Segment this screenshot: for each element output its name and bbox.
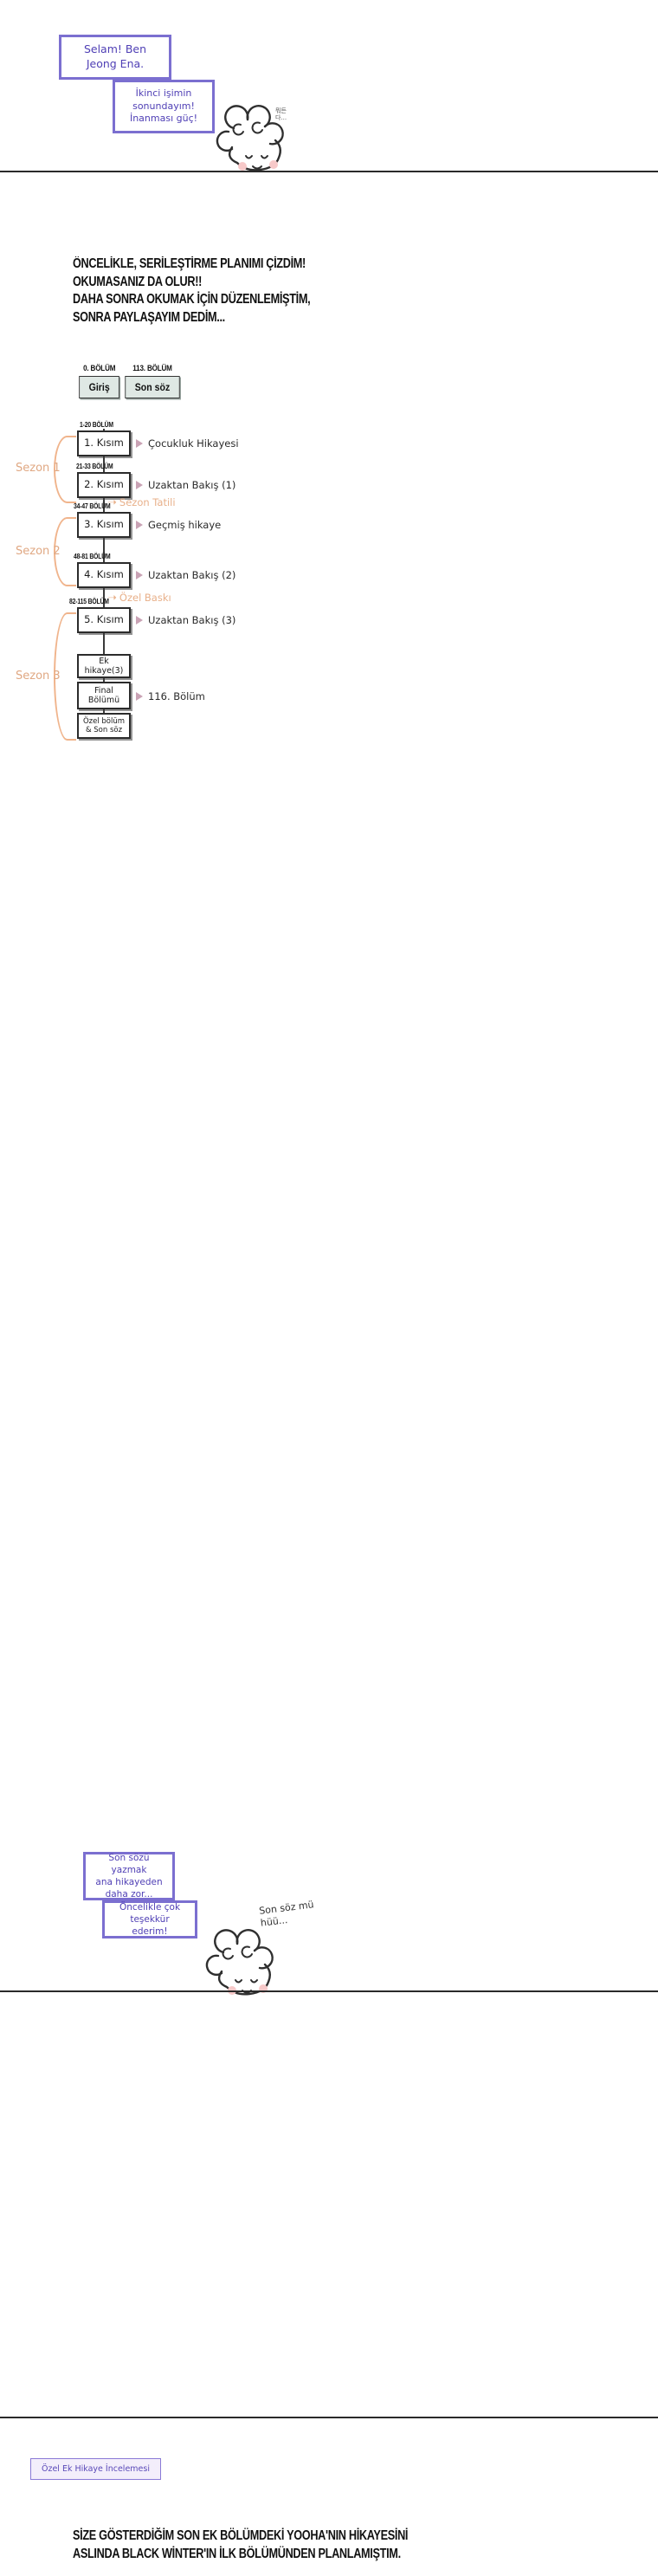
marker-special-print-text: Özel Baskı: [119, 592, 171, 604]
speech-bubble-intro-1-text: Selam! Ben Jeong Ena.: [83, 42, 147, 70]
speech-bubble-intro-1: Selam! Ben Jeong Ena.: [59, 35, 171, 80]
speech-bubble-outro-2: Öncelikle çok teşekkür ederim!: [102, 1900, 197, 1938]
sheep-side-note: 뭐든 다...: [275, 107, 287, 122]
endpoint-epilogue-caption: 113. BÖLÜM: [132, 364, 172, 373]
node-part-1[interactable]: 1. Kısım: [77, 430, 131, 456]
speech-bubble-outro-1: Son sözü yazmak ana hikayeden daha zor..…: [83, 1852, 175, 1900]
side-label-final: 116. Bölüm: [136, 690, 205, 702]
season-1-brace: [54, 436, 76, 503]
play-triangle-icon: [136, 439, 143, 448]
range-label-4: 82-115 BÖLÜM: [69, 597, 109, 605]
play-triangle-icon: [136, 616, 143, 625]
node-part-2[interactable]: 2. Kısım: [77, 472, 131, 498]
side-label-final-text: 116. Bölüm: [148, 690, 205, 702]
arrow-right-icon: ➝: [107, 495, 117, 509]
scene-divider-top: [0, 171, 658, 172]
footer-headline: SİZE GÖSTERDİĞİM SON EK BÖLÜMDEKİ YOOHA'…: [73, 2528, 409, 2561]
season-2-brace: [54, 517, 76, 586]
side-label-2-text: Geçmiş hikaye: [148, 519, 222, 531]
endpoint-intro-label: Giriş: [79, 376, 120, 398]
arrow-right-icon: ➝: [107, 591, 117, 605]
special-extra-chip[interactable]: Özel Ek Hikaye İncelemesi: [30, 2458, 161, 2480]
node-part-3[interactable]: 3. Kısım: [77, 512, 131, 538]
side-label-1: Uzaktan Bakış (1): [136, 479, 235, 491]
side-label-2: Geçmiş hikaye: [136, 519, 221, 531]
marker-season-break-text: Sezon Tatili: [119, 496, 176, 508]
season-2-label: Sezon 2: [16, 545, 61, 558]
top-scene-panel: Selam! Ben Jeong Ena. İkinci işimin sonu…: [0, 0, 658, 346]
scene-divider-bottom: [0, 1990, 658, 1992]
play-triangle-icon: [136, 521, 143, 529]
endpoint-epilogue[interactable]: 113. BÖLÜM Son söz: [121, 364, 184, 398]
speech-bubble-intro-2-text: İkinci işimin sonundayım! İnanması güç!: [129, 87, 198, 125]
marker-special-print: ➝ Özel Baskı: [107, 592, 171, 604]
endpoint-epilogue-label: Son söz: [125, 376, 180, 398]
marker-season-break: ➝ Sezon Tatili: [107, 496, 176, 508]
range-label-2: 34-47 BÖLÜM: [74, 502, 111, 510]
play-triangle-icon: [136, 571, 143, 579]
intro-headline: ÖNCELİKLE, SERİLEŞTİRME PLANIMI ÇİZDİM! …: [73, 256, 311, 325]
node-part-4[interactable]: 4. Kısım: [77, 562, 131, 588]
scene-divider-footer: [0, 2417, 658, 2418]
side-label-1-text: Uzaktan Bakış (1): [148, 479, 236, 491]
side-label-4-text: Uzaktan Bakış (3): [148, 614, 236, 626]
side-label-4: Uzaktan Bakış (3): [136, 614, 235, 626]
sheep-character: [216, 105, 284, 172]
speech-bubble-outro-1-text: Son sözü yazmak ana hikayeden daha zor..…: [95, 1852, 163, 1900]
node-special-epilogue[interactable]: Özel bölüm & Son söz: [77, 713, 131, 739]
season-1-label: Sezon 1: [16, 462, 61, 475]
season-3-label: Sezon 3: [16, 670, 61, 683]
node-extra-story[interactable]: Ek hikaye(3): [77, 654, 131, 678]
speech-bubble-intro-2: İkinci işimin sonundayım! İnanması güç!: [113, 80, 215, 133]
endpoint-intro-caption: 0. BÖLÜM: [83, 364, 116, 373]
season-3-brace: [54, 612, 76, 741]
node-final-episode[interactable]: Final Bölümü: [77, 682, 131, 709]
side-label-3: Uzaktan Bakış (2): [136, 569, 235, 581]
range-label-0: 1-20 BÖLÜM: [80, 420, 113, 429]
node-part-5[interactable]: 5. Kısım: [77, 607, 131, 633]
bottom-scene-panel: Son sözü yazmak ana hikayeden daha zor..…: [0, 1828, 658, 2010]
endpoint-intro[interactable]: 0. BÖLÜM Giriş: [76, 364, 122, 398]
range-label-1: 21-33 BÖLÜM: [76, 462, 113, 470]
side-label-0: Çocukluk Hikayesi: [136, 437, 239, 450]
side-label-0-text: Çocukluk Hikayesi: [148, 437, 239, 450]
play-triangle-icon: [136, 692, 143, 701]
range-label-3: 48-81 BÖLÜM: [74, 552, 111, 560]
play-triangle-icon: [136, 481, 143, 489]
plan-diagram: 0. BÖLÜM Giriş 113. BÖLÜM Son söz 1-20 B…: [0, 359, 658, 749]
speech-bubble-outro-2-text: Öncelikle çok teşekkür ederim!: [119, 1901, 181, 1938]
side-label-3-text: Uzaktan Bakış (2): [148, 569, 236, 581]
